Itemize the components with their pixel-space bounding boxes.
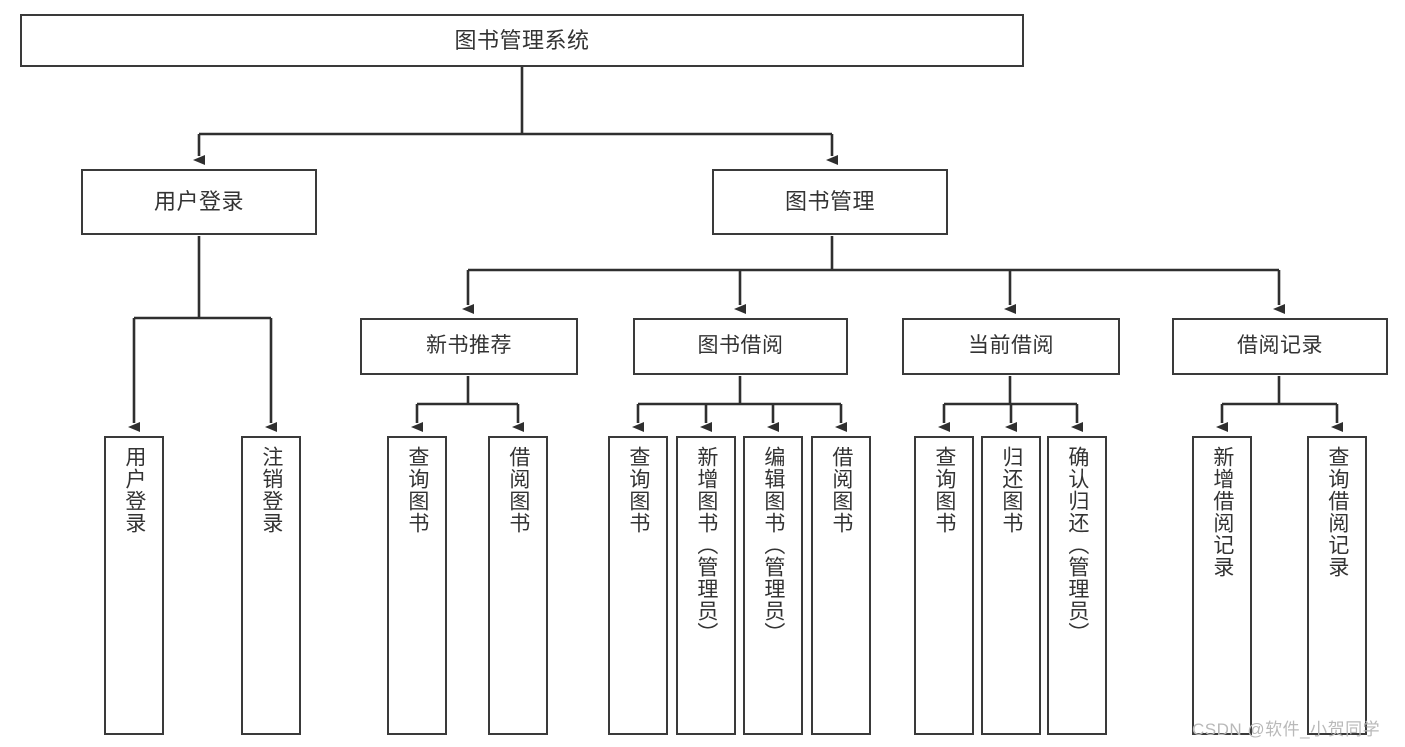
leaf-borrow-edit-book-admin[interactable]: 编辑图书（管理员） <box>743 436 803 735</box>
node-book-management[interactable]: 图书管理 <box>712 169 948 235</box>
node-label: 归还图书 <box>999 446 1023 534</box>
leaf-record-query-record[interactable]: 查询借阅记录 <box>1307 436 1367 735</box>
leaf-borrow-query-book[interactable]: 查询图书 <box>608 436 668 735</box>
node-label: 新书推荐 <box>426 334 512 358</box>
node-label: 图书管理系统 <box>454 27 590 53</box>
node-label: 新增图书（管理员） <box>694 446 718 644</box>
node-label: 借阅图书 <box>506 446 530 534</box>
node-user-login[interactable]: 用户登录 <box>81 169 317 235</box>
node-label: 查询借阅记录 <box>1325 446 1349 578</box>
node-label: 借阅图书 <box>829 446 853 534</box>
node-label: 查询图书 <box>932 446 956 534</box>
node-root-system[interactable]: 图书管理系统 <box>20 14 1024 67</box>
node-label: 查询图书 <box>626 446 650 534</box>
leaf-current-return-book[interactable]: 归还图书 <box>981 436 1041 735</box>
node-label: 图书管理 <box>784 189 875 215</box>
leaf-new-book-borrow-book[interactable]: 借阅图书 <box>488 436 548 735</box>
leaf-current-query-book[interactable]: 查询图书 <box>914 436 974 735</box>
node-borrow-record[interactable]: 借阅记录 <box>1172 318 1388 375</box>
node-label: 注销登录 <box>259 446 283 534</box>
leaf-record-add-record[interactable]: 新增借阅记录 <box>1192 436 1252 735</box>
leaf-user-login-logout[interactable]: 注销登录 <box>241 436 301 735</box>
leaf-new-book-query-book[interactable]: 查询图书 <box>387 436 447 735</box>
node-label: 用户登录 <box>153 189 244 215</box>
leaf-current-confirm-return-admin[interactable]: 确认归还（管理员） <box>1047 436 1107 735</box>
node-label: 新增借阅记录 <box>1210 446 1234 578</box>
node-label: 编辑图书（管理员） <box>761 446 785 644</box>
watermark-text: CSDN @软件_小贺同学 <box>1192 720 1381 739</box>
leaf-user-login-login[interactable]: 用户登录 <box>104 436 164 735</box>
leaf-borrow-borrow-book[interactable]: 借阅图书 <box>811 436 871 735</box>
node-book-borrow[interactable]: 图书借阅 <box>633 318 848 375</box>
node-label: 确认归还（管理员） <box>1065 446 1089 644</box>
node-current-borrow[interactable]: 当前借阅 <box>902 318 1120 375</box>
node-label: 当前借阅 <box>968 334 1054 358</box>
node-new-book-recommend[interactable]: 新书推荐 <box>360 318 578 375</box>
node-label: 用户登录 <box>122 446 146 534</box>
leaf-borrow-add-book-admin[interactable]: 新增图书（管理员） <box>676 436 736 735</box>
node-label: 查询图书 <box>405 446 429 534</box>
node-label: 借阅记录 <box>1237 334 1323 358</box>
node-label: 图书借阅 <box>697 334 784 358</box>
